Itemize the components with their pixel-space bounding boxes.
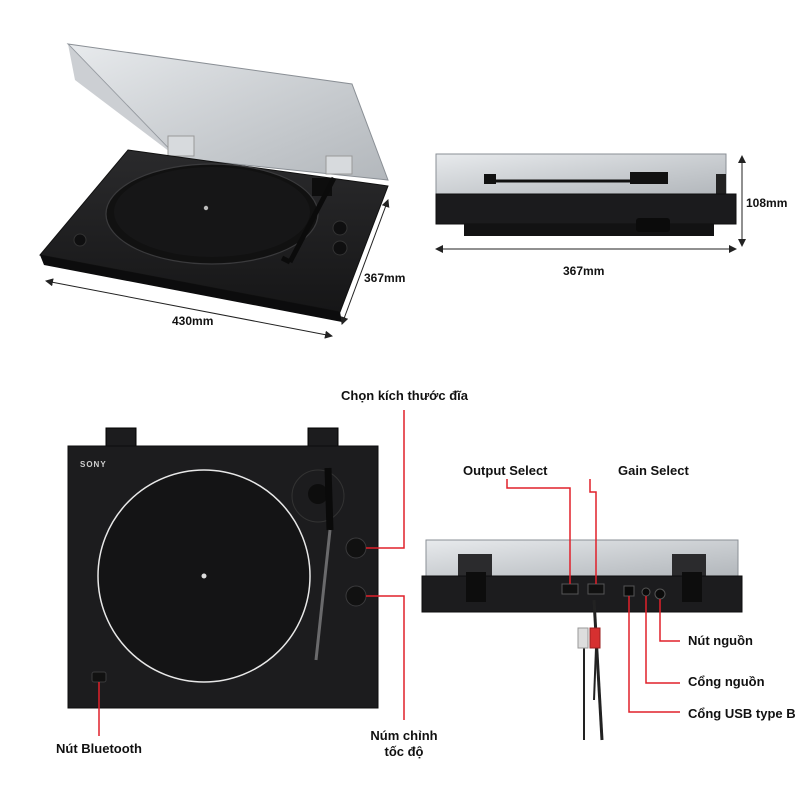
width-dimension-label: 430mm [172, 314, 214, 328]
callout-disc-size: Chọn kích thước đĩa [341, 388, 468, 403]
callout-power-port: Cổng nguồn [688, 674, 765, 689]
callout-speed-knob-line1: Núm chỉnh [370, 728, 438, 743]
callout-output-select: Output Select [463, 463, 548, 478]
side-width-dimension-label: 367mm [563, 264, 605, 278]
depth-dimension-line [340, 199, 390, 325]
back-view [421, 539, 743, 741]
leader-lines [98, 410, 680, 736]
callout-gain-select: Gain Select [618, 463, 689, 478]
callout-bluetooth-button: Nút Bluetooth [56, 741, 142, 756]
callout-speed-knob: Núm chỉnh tốc độ [364, 728, 444, 760]
callout-power-button: Nút nguồn [688, 633, 753, 648]
top-view [67, 427, 379, 709]
brand-logo: SONY [80, 460, 107, 469]
depth-dimension-label: 367mm [364, 271, 406, 285]
callout-usb-port: Cổng USB type B [688, 706, 796, 721]
side-view [435, 153, 737, 236]
width-dimension-line [45, 278, 333, 339]
height-dimension-label: 108mm [746, 196, 788, 210]
callout-speed-knob-line2: tốc độ [384, 744, 424, 759]
perspective-view [39, 43, 389, 322]
hinge-right [325, 155, 353, 175]
hinge-left [167, 135, 195, 157]
